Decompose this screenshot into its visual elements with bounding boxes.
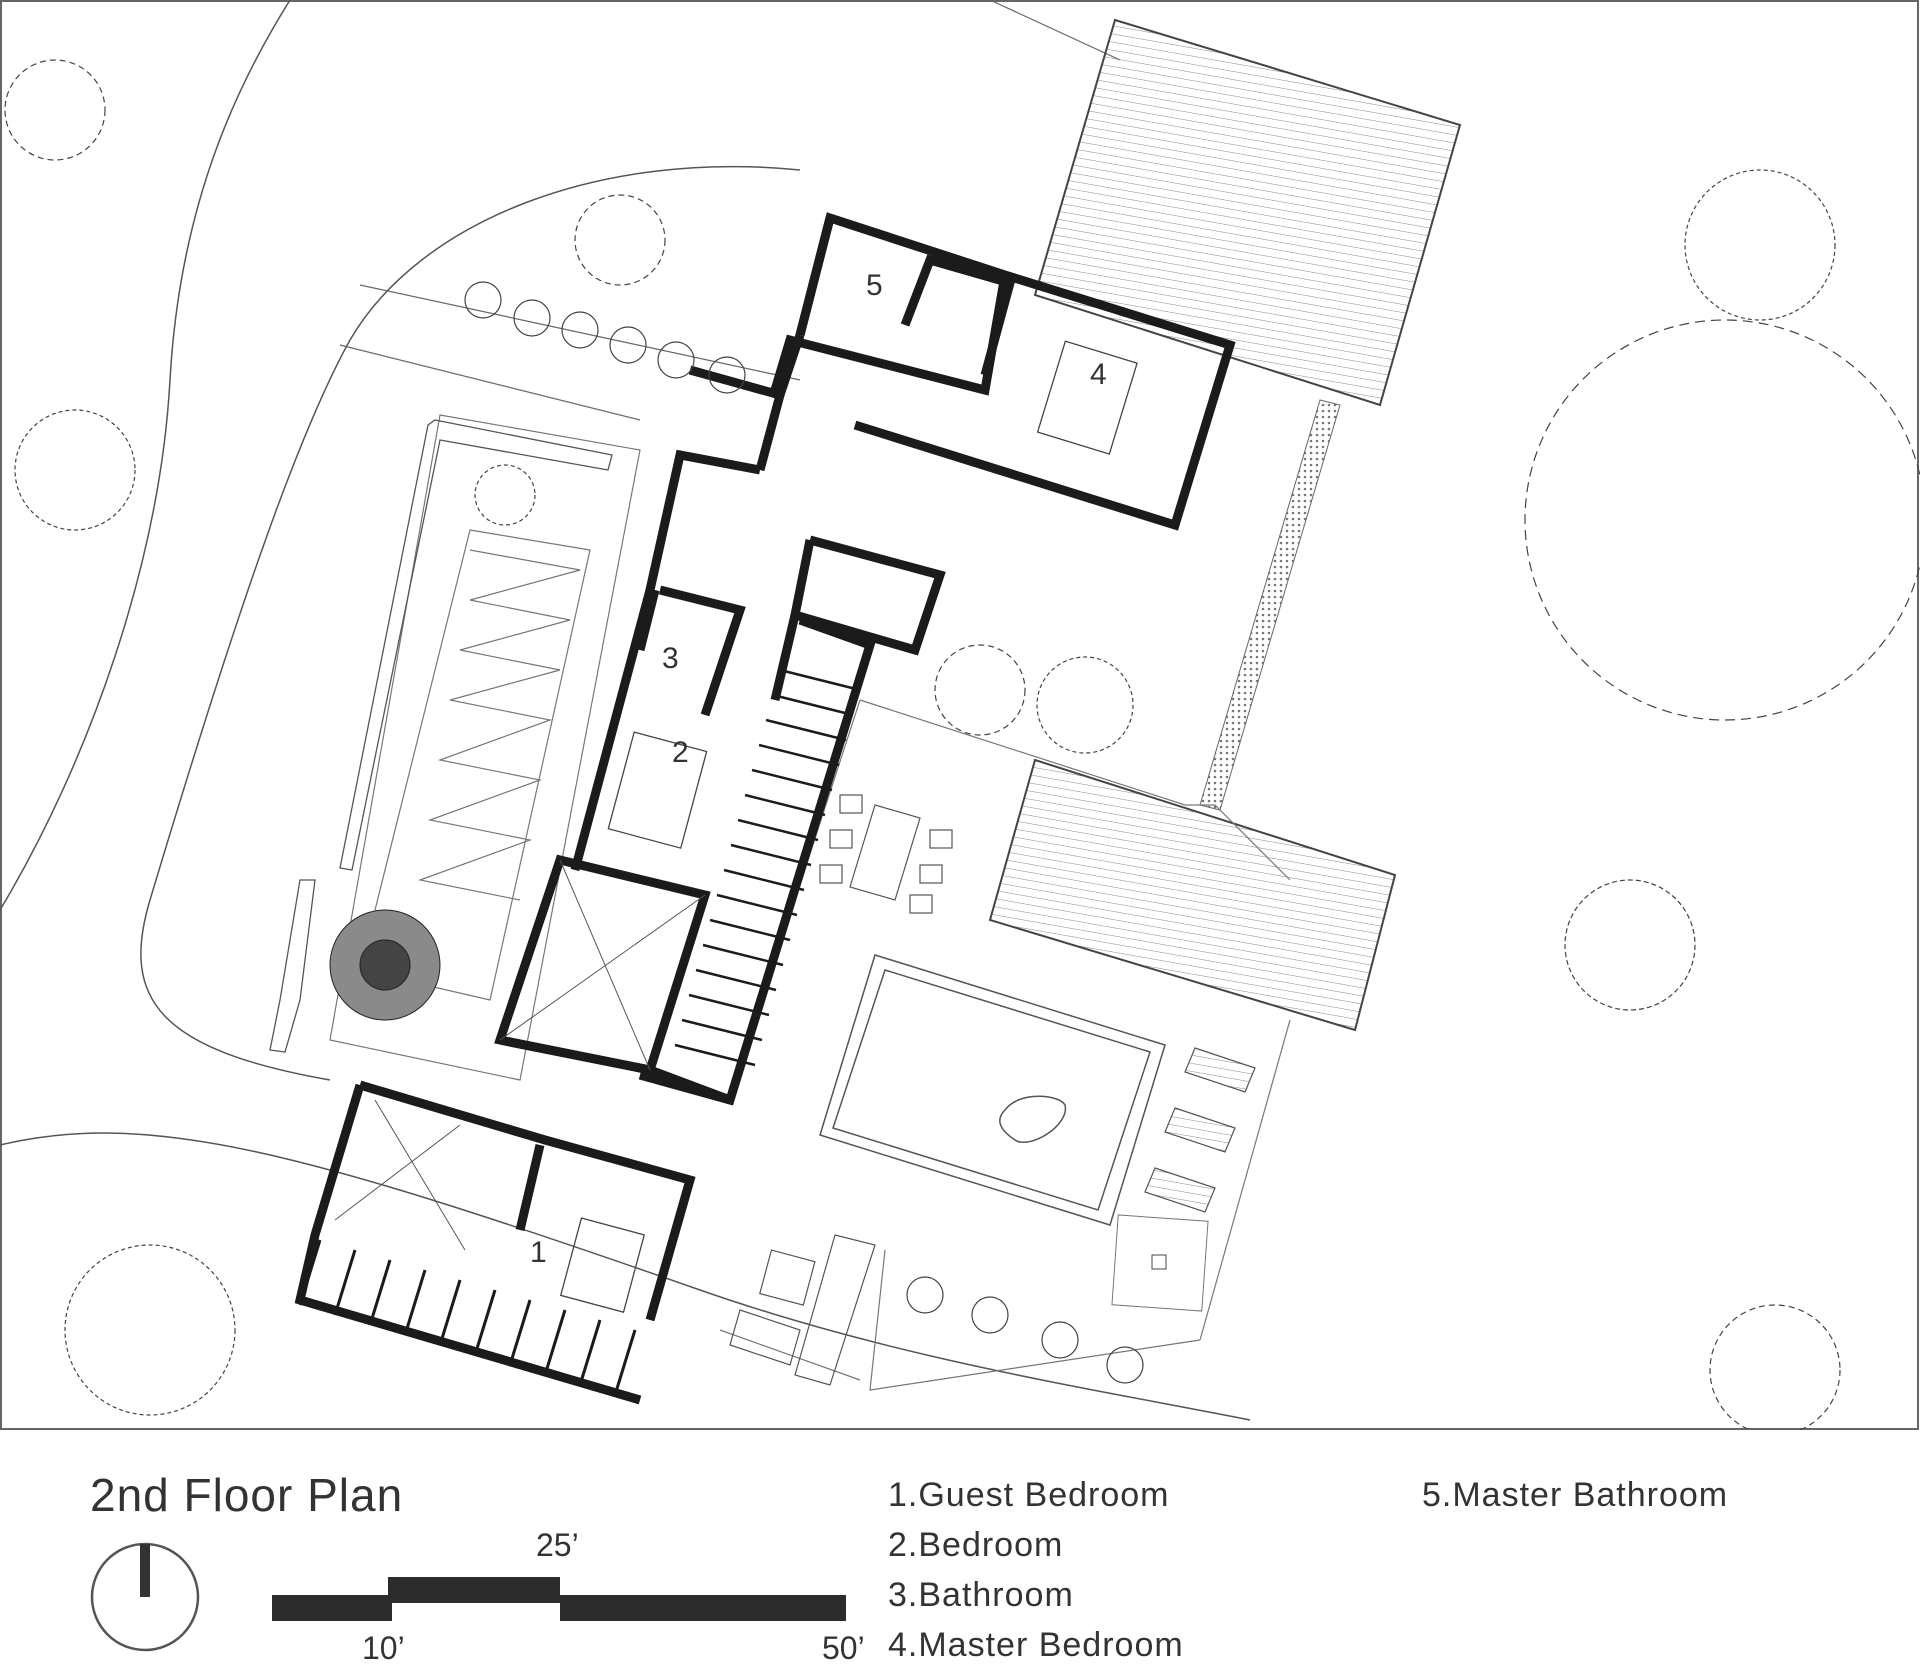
room-number-2: 2	[672, 736, 689, 769]
road-edge-west	[0, 0, 291, 911]
umbrella	[1111, 1214, 1209, 1312]
north-arrow-icon	[90, 1542, 200, 1652]
floor-plan-drawing: 1 2 3 4 5	[0, 0, 1920, 1430]
legend-item-bathroom: 3.Bathroom	[888, 1576, 1074, 1614]
guest-deck-slats	[298, 1239, 637, 1396]
scale-label-50: 50’	[822, 1630, 865, 1666]
shrub-icon	[464, 281, 1144, 1384]
page-title: 2nd Floor Plan	[90, 1469, 404, 1521]
room-number-1: 1	[530, 1236, 547, 1269]
roof-south	[988, 758, 1397, 1032]
outdoor-lounge	[729, 1234, 876, 1386]
carport	[329, 414, 641, 1081]
legend-item-master-bedroom: 4.Master Bedroom	[888, 1626, 1184, 1664]
scale-label-25: 25’	[536, 1527, 579, 1563]
sun-loungers	[1144, 1047, 1256, 1213]
room-number-4: 4	[1090, 358, 1107, 391]
legend-item-guest-bedroom: 1.Guest Bedroom	[888, 1476, 1170, 1514]
hedge	[269, 419, 613, 1053]
roof-north	[1033, 18, 1462, 407]
beds	[559, 340, 1138, 1313]
scale-bar	[272, 1577, 846, 1621]
room-number-3: 3	[662, 642, 679, 675]
legend-item-bedroom: 2.Bedroom	[888, 1526, 1064, 1564]
dining-table	[819, 794, 953, 914]
legend-item-master-bathroom: 5.Master Bathroom	[1422, 1476, 1729, 1514]
stair-treads	[674, 668, 861, 1067]
room-number-5: 5	[866, 269, 883, 302]
void-x	[334, 859, 706, 1251]
pool	[819, 954, 1166, 1226]
tree-icon	[4, 59, 1920, 1430]
palm-tree-icon	[329, 909, 441, 1021]
road-edge-east	[140, 165, 801, 1081]
scale-label-10: 10’	[362, 1630, 405, 1666]
